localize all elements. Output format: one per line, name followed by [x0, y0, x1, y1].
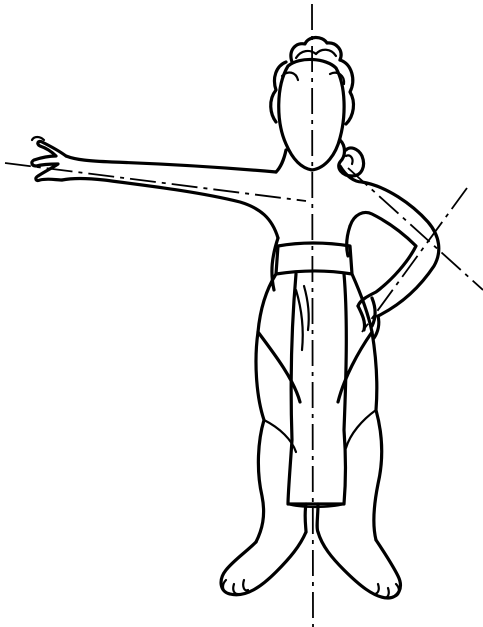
- skirt-left-outline: [256, 274, 276, 542]
- vertical-body-axis: [312, 4, 313, 627]
- earring-inner: [346, 155, 353, 164]
- torso: [272, 226, 350, 290]
- bent-arm-axis-upper: [348, 168, 483, 290]
- waist-band: [276, 243, 352, 274]
- hair-curls: [282, 73, 344, 84]
- neck-left: [276, 150, 286, 172]
- finger-tip: [32, 137, 44, 140]
- skirt-drape-left: [258, 332, 300, 402]
- waist-band-outline: [276, 243, 352, 274]
- outstretched-arm: [32, 137, 278, 238]
- outstretched-arm-bottom: [62, 179, 278, 239]
- hair-top-detail: [296, 50, 336, 58]
- skirt-drape-right: [338, 332, 372, 402]
- skirt-fold-lines: [296, 286, 309, 350]
- outstretched-arm-top: [66, 156, 276, 172]
- construction-axes: [5, 4, 483, 627]
- skirt-knee-folds: [264, 410, 376, 452]
- bent-arm-outer: [362, 182, 439, 316]
- ankle-lines: [305, 504, 318, 532]
- skirt-right-outline: [352, 274, 382, 540]
- bent-arm: [350, 182, 439, 338]
- outstretched-hand: [32, 141, 66, 180]
